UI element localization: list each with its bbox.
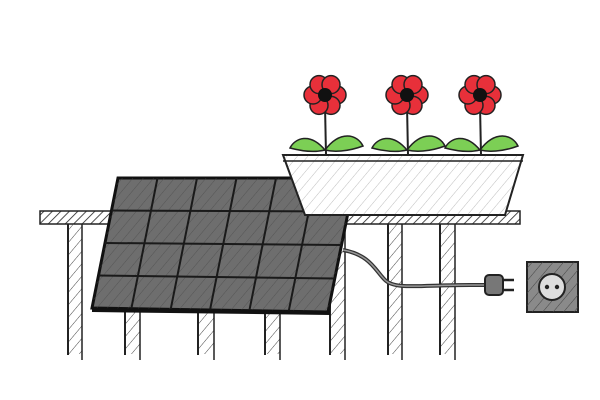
power-cable	[342, 248, 485, 289]
planter-box	[281, 74, 525, 216]
railing-post	[67, 224, 83, 360]
flower-stem	[479, 104, 482, 156]
panel-row-line	[104, 242, 342, 246]
leaf-icon	[478, 135, 520, 152]
panel-row-line	[98, 274, 335, 280]
flowers	[288, 74, 520, 156]
flower-left	[288, 74, 365, 156]
wall-socket	[526, 261, 579, 313]
flower-center	[318, 88, 332, 102]
leaf-icon	[405, 135, 447, 152]
leaf-icon	[323, 135, 365, 152]
railing-post	[387, 224, 403, 360]
leaf-icon	[370, 137, 409, 153]
flower-middle	[370, 74, 447, 156]
flower-stem	[324, 104, 327, 156]
railing-post	[439, 224, 456, 360]
flower-center	[473, 88, 487, 102]
leaf-icon	[443, 137, 482, 153]
solar-panel	[90, 176, 357, 315]
flower-right	[443, 74, 520, 156]
flower-center	[400, 88, 414, 102]
leaf-icon	[288, 137, 327, 153]
socket-face	[538, 273, 566, 301]
flower-stem	[406, 104, 409, 156]
power-plug	[484, 274, 514, 296]
